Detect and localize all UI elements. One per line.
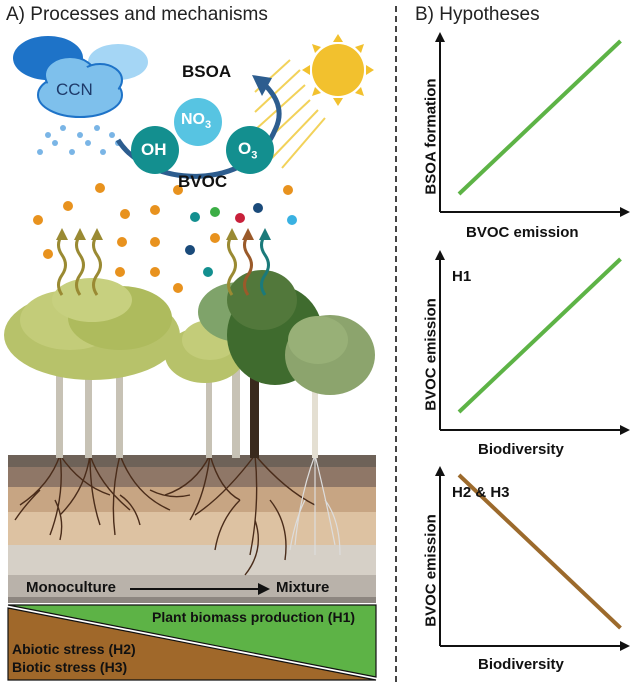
roots bbox=[14, 454, 316, 576]
plot-2 bbox=[435, 250, 630, 435]
plot-2-xlabel: Biodiversity bbox=[478, 441, 564, 458]
plot-2-tag: H1 bbox=[452, 268, 472, 285]
abiotic-stress-label: Abiotic stress (H2) bbox=[12, 641, 136, 657]
brown-wedge bbox=[7, 607, 377, 681]
molecule-no3: NO3 bbox=[181, 111, 211, 131]
y-axis-arrowhead bbox=[435, 32, 445, 42]
cloud-label: CCN bbox=[56, 80, 93, 99]
processes-illustration bbox=[4, 34, 377, 681]
plot-1 bbox=[435, 32, 630, 217]
emission-arrowheads bbox=[56, 228, 271, 240]
x-axis-arrowhead bbox=[620, 425, 630, 435]
plot-2-ylabel: BVOC emission bbox=[422, 298, 440, 411]
faint-roots bbox=[289, 454, 341, 556]
bvoc-label: BVOC bbox=[178, 172, 228, 191]
y-axis-arrowhead bbox=[435, 466, 445, 476]
plot-3-ylabel: BVOC emission bbox=[422, 514, 440, 627]
mixture-label: Mixture bbox=[276, 579, 330, 596]
emission-arrows bbox=[57, 234, 270, 296]
molecule-o3-text: O bbox=[238, 139, 252, 158]
molecules bbox=[131, 98, 274, 174]
molecule-oh-text: OH bbox=[141, 140, 167, 159]
molecule-oh: OH bbox=[141, 140, 167, 160]
bsoa-label: BSOA bbox=[182, 62, 232, 81]
x-axis-arrowhead bbox=[620, 207, 630, 217]
gradient-arrow bbox=[130, 583, 270, 595]
panel-a-title: A) Processes and mechanisms bbox=[6, 4, 268, 25]
y-axis-arrowhead bbox=[435, 250, 445, 260]
cloud-icon bbox=[13, 36, 148, 118]
sun-icon bbox=[302, 34, 374, 106]
trend-line bbox=[457, 473, 622, 630]
trend-line bbox=[457, 257, 622, 414]
trend-line bbox=[457, 39, 622, 196]
rain-drops bbox=[37, 125, 121, 155]
panel-divider bbox=[395, 6, 397, 682]
green-wedge bbox=[7, 604, 377, 678]
molecule-o3: O3 bbox=[238, 139, 257, 161]
monoculture-label: Monoculture bbox=[26, 579, 116, 596]
particles bbox=[33, 183, 297, 293]
plot-3 bbox=[435, 466, 630, 651]
x-axis-arrowhead bbox=[620, 641, 630, 651]
molecule-o3-subscript: 3 bbox=[251, 149, 258, 162]
plot-3-xlabel: Biodiversity bbox=[478, 656, 564, 673]
biotic-stress-label: Biotic stress (H3) bbox=[12, 659, 128, 675]
plot-1-ylabel: BSOA formation bbox=[422, 78, 440, 195]
panel-b-title: B) Hypotheses bbox=[415, 4, 540, 25]
biomass-label: Plant biomass production (H1) bbox=[152, 609, 356, 625]
molecule-no3-subscript: 3 bbox=[205, 119, 212, 132]
molecule-no3-text: NO bbox=[181, 111, 205, 128]
plot-1-xlabel: BVOC emission bbox=[466, 224, 579, 241]
sun-rays bbox=[254, 59, 326, 169]
plot-3-tag: H2 & H3 bbox=[452, 484, 510, 501]
